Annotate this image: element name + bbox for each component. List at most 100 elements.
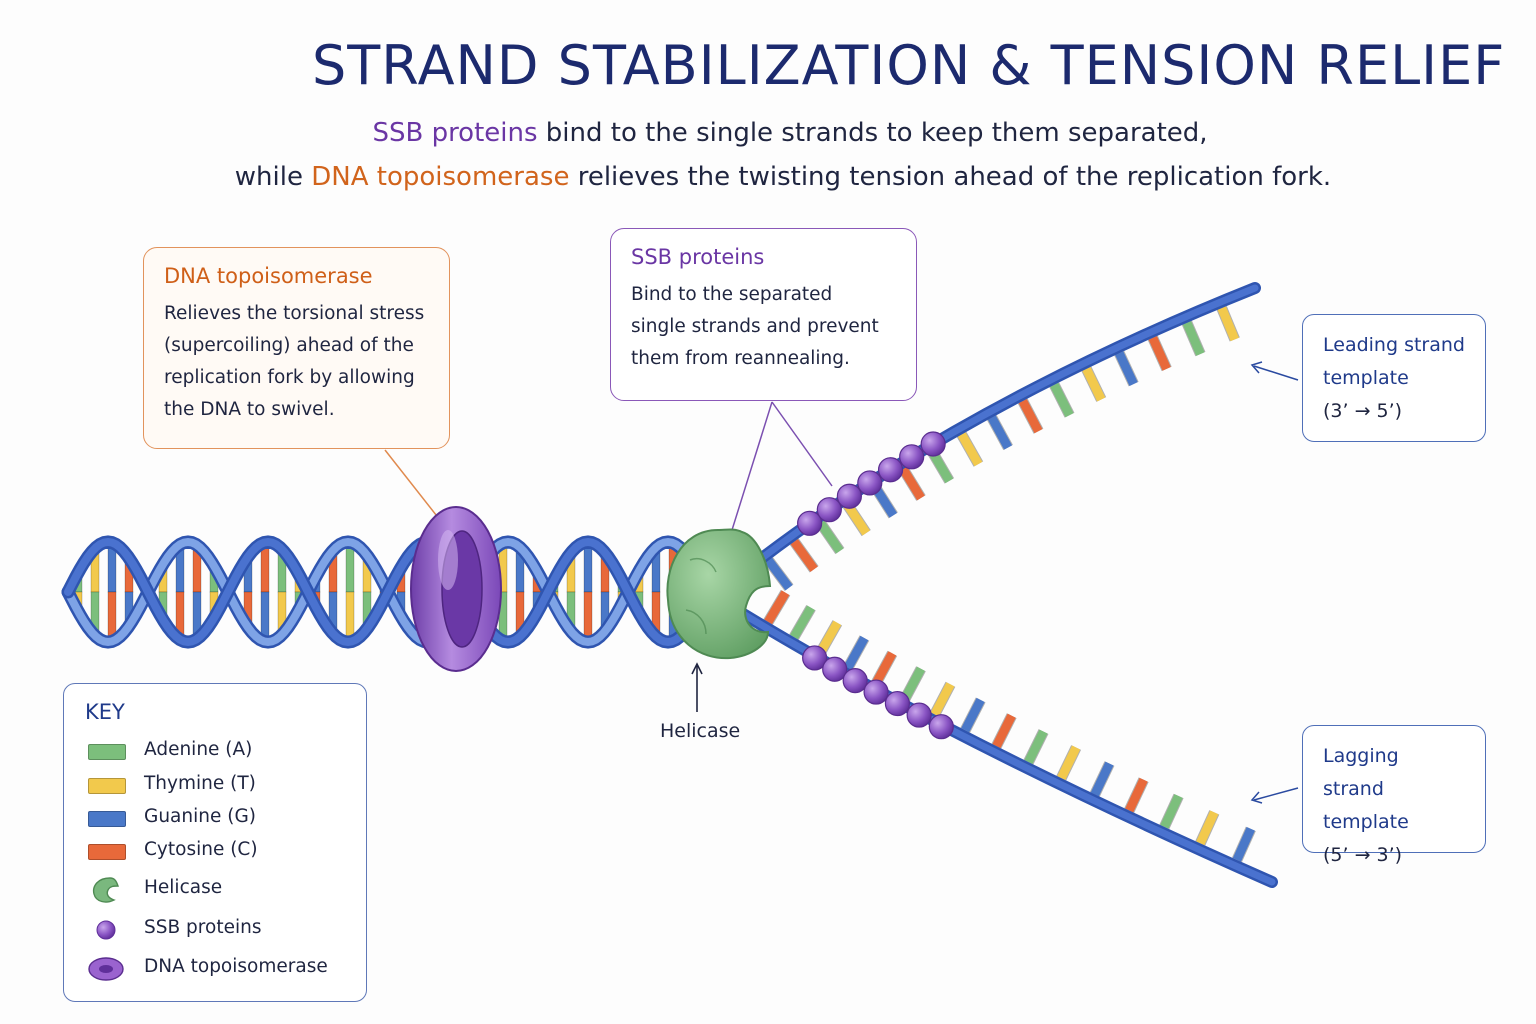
leading-strand-label-arrow — [1253, 365, 1299, 381]
topoisomerase-ring — [410, 506, 502, 672]
fork-base-fill — [816, 620, 842, 655]
key-item-label: Guanine (G) — [144, 806, 257, 827]
key-item-cytosine: Cytosine (C) — [64, 836, 364, 866]
topoisomerase-callout: DNA topoisomerase Relieves the torsional… — [143, 247, 450, 449]
key-item-guanine: Guanine (G) — [64, 803, 364, 833]
fork-base-fill — [764, 590, 790, 625]
base-pair-half — [107, 591, 117, 640]
helix-strand-back-highlight — [64, 537, 692, 647]
helix-strand-front-fill — [64, 537, 692, 647]
fork-base-fill — [901, 666, 925, 701]
ssb-callout-line: them from reannealing. — [631, 348, 850, 369]
key-title: KEY — [85, 700, 125, 724]
fork-base-fill — [899, 466, 925, 501]
lagging-strand-direction: (5’ → 3’) — [1323, 844, 1403, 866]
ssb-callout-text: Bind to the separated single strands and… — [631, 279, 896, 375]
fork-base-fill — [1057, 745, 1081, 781]
key-item-topoisomerase: DNA topoisomerase — [64, 953, 364, 983]
fork-base-fill — [1232, 826, 1255, 862]
fork-base-fill — [1024, 729, 1048, 765]
key-item-ssb: SSB proteins — [64, 914, 364, 944]
ssb-protein — [863, 679, 889, 705]
base-pair-half — [583, 591, 593, 641]
base-pair-half — [260, 591, 270, 641]
adenine-swatch — [88, 744, 126, 760]
subtitle-topoisomerase-highlight: DNA topoisomerase — [311, 162, 570, 192]
legend-key: KEY Adenine (A) Thymine (T) Guanine (G) … — [63, 683, 367, 1002]
ssb-callout-line: single strands and prevent — [631, 316, 879, 337]
thymine-swatch — [88, 778, 126, 794]
ssb-protein — [928, 714, 954, 740]
fork-base-fill — [1115, 351, 1138, 386]
fork-base-fill — [987, 415, 1013, 450]
fork-base-fill — [961, 697, 985, 733]
key-item-label: DNA topoisomerase — [144, 956, 328, 977]
cytosine-swatch — [88, 844, 126, 860]
fork-base-fill — [957, 432, 983, 467]
key-item-helicase: Helicase — [64, 874, 364, 904]
fork-base-fill — [1090, 761, 1114, 797]
fork-base-fill — [1148, 336, 1171, 371]
fork-base-fill — [816, 520, 844, 554]
fork-base-fill — [790, 605, 815, 640]
lagging-strand-subtitle: template — [1323, 811, 1409, 833]
helicase-label: Helicase — [660, 720, 741, 742]
key-item-label: Cytosine (C) — [144, 839, 258, 860]
fork-base-fill — [1082, 366, 1106, 402]
fork-base-fill — [992, 713, 1016, 749]
base-pair-half — [107, 544, 117, 593]
leading-strand-subtitle: template — [1323, 367, 1409, 389]
base-pair-half — [583, 543, 593, 593]
fork-base-fill — [928, 449, 954, 484]
ssb-callout-line: Bind to the separated — [631, 284, 833, 305]
guanine-swatch — [88, 811, 126, 827]
ssb-protein — [797, 510, 823, 536]
fork-base-fill — [930, 682, 955, 717]
subtitle-line-2: while DNA topoisomerase relieves the twi… — [0, 162, 1536, 192]
key-item-label: Helicase — [144, 877, 223, 898]
base-pair-half — [260, 543, 270, 593]
ssb-protein — [884, 690, 911, 717]
topoisomerase-callout-line: (supercoiling) ahead of the — [164, 335, 414, 356]
fork-base-fill — [765, 557, 793, 591]
subtitle-ssb-highlight: SSB proteins — [372, 118, 538, 148]
fork-base-fill — [1182, 321, 1205, 356]
ssb-protein — [842, 668, 868, 694]
lagging-strand-title: Lagging strand — [1323, 745, 1399, 800]
ssb-callout-pointer-2 — [771, 401, 833, 487]
fork-base-fill — [1196, 810, 1219, 846]
topoisomerase-icon — [88, 957, 124, 981]
ssb-protein — [822, 656, 848, 682]
ssb-protein — [920, 431, 946, 457]
subtitle-line-1-text: bind to the single strands to keep them … — [537, 118, 1208, 148]
lagging-strand-label: Lagging strand template (5’ → 3’) — [1302, 725, 1486, 866]
fork-base-fill — [1018, 398, 1043, 434]
lagging-strand-label-arrow — [1253, 787, 1299, 801]
topoisomerase-callout-title: DNA topoisomerase — [164, 264, 373, 288]
base-pair-half — [345, 543, 355, 593]
base-pair-half — [345, 591, 355, 641]
topoisomerase-callout-line: the DNA to swivel. — [164, 399, 335, 420]
leading-strand-direction: (3’ → 5’) — [1323, 400, 1403, 422]
helicase-icon — [92, 877, 119, 903]
subtitle-line-2-start: while — [234, 162, 312, 192]
fork-base-fill — [1217, 306, 1239, 342]
ssb-protein — [836, 483, 862, 509]
fork-base-fill — [872, 651, 897, 686]
key-item-label: Thymine (T) — [144, 773, 256, 794]
ssb-protein-icon — [96, 920, 116, 940]
leading-strand-title: Leading strand — [1323, 334, 1465, 356]
ssb-protein — [857, 470, 883, 496]
leading-strand-label: Leading strand template (3’ → 5’) — [1302, 314, 1486, 442]
topoisomerase-callout-line: Relieves the torsional stress — [164, 303, 425, 324]
topoisomerase-callout-pointer — [384, 449, 441, 521]
topoisomerase-callout-text: Relieves the torsional stress (supercoil… — [164, 298, 429, 426]
fork-base-fill — [843, 635, 869, 670]
fork-base-fill — [1050, 382, 1074, 418]
ssb-callout: SSB proteins Bind to the separated singl… — [610, 228, 917, 401]
fork-base-fill — [1125, 777, 1148, 813]
ssb-protein — [877, 457, 904, 483]
ssb-protein — [802, 645, 828, 671]
ssb-callout-title: SSB proteins — [631, 245, 765, 269]
